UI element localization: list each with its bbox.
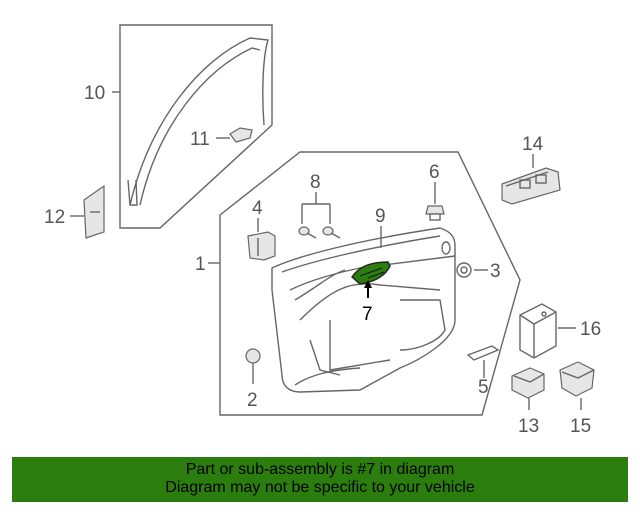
callout-11: 11 <box>190 129 210 150</box>
door-trim-panel <box>271 227 456 393</box>
clip-part-6 <box>425 205 445 221</box>
callout-3: 3 <box>490 261 501 282</box>
callout-16: 16 <box>580 319 601 340</box>
trim-part-12 <box>83 184 105 239</box>
callout-10: 10 <box>84 83 105 104</box>
strip-part-5 <box>466 345 500 361</box>
callout-2: 2 <box>247 390 258 411</box>
callout-4: 4 <box>252 198 263 219</box>
callout-1: 1 <box>195 254 206 275</box>
parts-diagram: 1 2 3 4 5 6 7 8 9 10 11 12 13 14 15 16 <box>44 24 601 437</box>
callout-5: 5 <box>478 377 489 398</box>
callout-14: 14 <box>522 134 544 155</box>
module-part-16 <box>519 303 557 359</box>
switch-part-14 <box>501 167 561 205</box>
info-banner: Part or sub-assembly is #7 in diagram Di… <box>12 457 628 502</box>
callout-13: 13 <box>518 416 539 437</box>
callout-12: 12 <box>44 207 65 228</box>
switch-part-15 <box>559 361 595 397</box>
grommet-part-3 <box>456 262 472 278</box>
banner-line-1: Part or sub-assembly is #7 in diagram <box>185 461 455 478</box>
banner-line-2: Diagram may not be specific to your vehi… <box>165 479 475 496</box>
leader-lines <box>70 91 582 410</box>
callout-9: 9 <box>375 206 386 227</box>
clip-part-2 <box>245 348 261 372</box>
door-panel-boundary <box>219 151 521 416</box>
callout-15: 15 <box>570 416 591 437</box>
callout-8: 8 <box>310 172 321 193</box>
callout-6: 6 <box>429 162 440 183</box>
clip-part-11 <box>229 127 253 143</box>
screws-part-8 <box>298 226 341 239</box>
callout-7: 7 <box>362 304 373 325</box>
bracket-part-4 <box>247 231 276 261</box>
switch-part-13 <box>511 367 545 399</box>
window-frame-panel <box>119 24 273 229</box>
